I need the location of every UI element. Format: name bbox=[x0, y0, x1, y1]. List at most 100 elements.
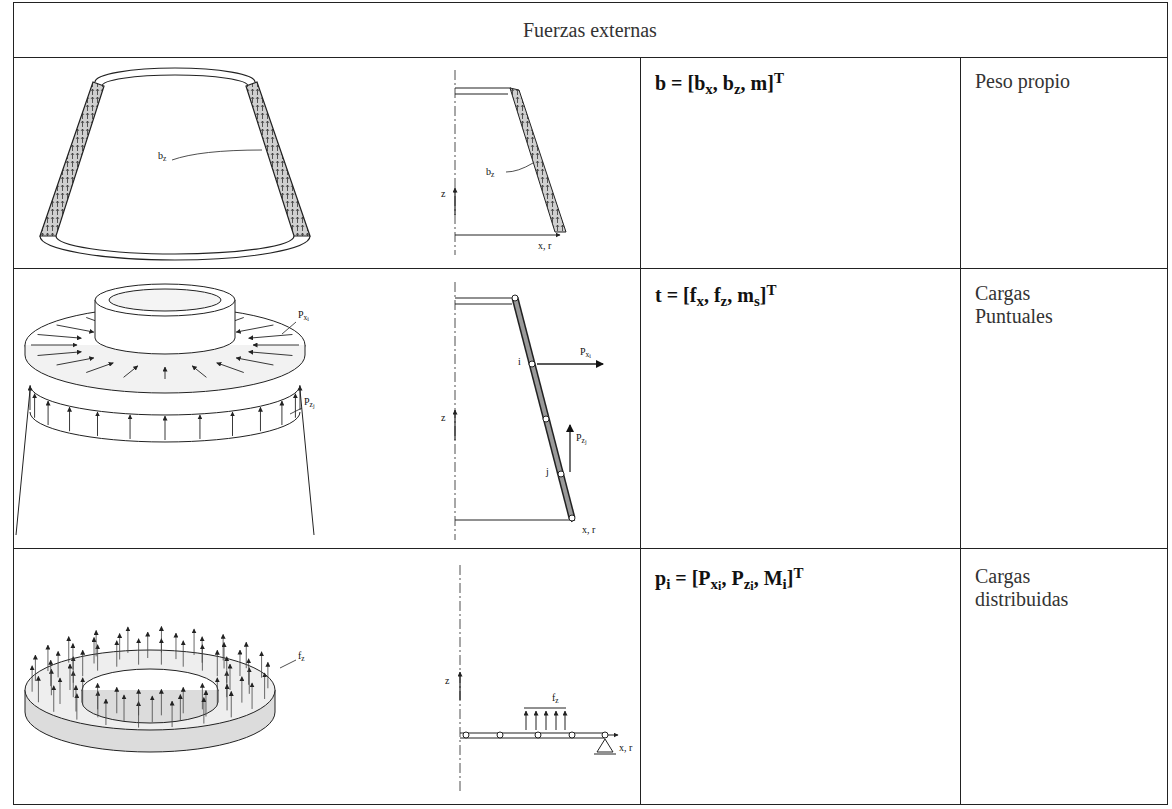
axis-label: x, r bbox=[582, 524, 595, 536]
radial-arrow bbox=[192, 366, 206, 377]
load-arrow bbox=[260, 407, 261, 431]
distributed-arrow bbox=[138, 639, 139, 665]
axis-label: x, r bbox=[619, 742, 632, 754]
distributed-arrow bbox=[119, 634, 120, 660]
subscript: z bbox=[301, 654, 304, 663]
subscript: x bbox=[705, 81, 713, 97]
distributed-arrow bbox=[226, 657, 227, 683]
axis-label: z bbox=[445, 675, 449, 687]
load-arrow bbox=[97, 412, 98, 436]
axis-label: x, r bbox=[538, 240, 551, 252]
distributed-arrow bbox=[161, 689, 162, 715]
subscript: z bbox=[310, 400, 313, 409]
subscript: z bbox=[582, 436, 585, 445]
subscript: i bbox=[718, 579, 721, 593]
load-arrow bbox=[232, 412, 233, 436]
superscript: T bbox=[793, 565, 803, 581]
load-type: Cargas Puntuales bbox=[975, 282, 1075, 328]
load-vector: t = [fx, fz, ms]T bbox=[655, 282, 776, 310]
distributed-arrow bbox=[230, 664, 231, 690]
axis-label: z bbox=[441, 412, 445, 424]
subscript: z bbox=[721, 293, 728, 309]
load-symbol: fz bbox=[552, 692, 559, 706]
distributed-arrow bbox=[72, 644, 73, 670]
subscript: j bbox=[585, 439, 587, 445]
distributed-arrow bbox=[138, 689, 139, 715]
distributed-arrow bbox=[97, 683, 98, 709]
distributed-arrow bbox=[203, 698, 204, 724]
distributed-arrow bbox=[76, 694, 77, 720]
load-arrow bbox=[48, 401, 49, 425]
distributed-arrow bbox=[82, 678, 83, 704]
distributed-arrow bbox=[202, 683, 203, 709]
load-symbol: fz bbox=[298, 650, 305, 664]
distributed-arrow bbox=[47, 645, 48, 671]
subscript: j bbox=[313, 403, 315, 409]
distributed-arrow bbox=[50, 660, 51, 686]
subscript: z bbox=[163, 154, 166, 163]
distributed-arrow bbox=[161, 639, 162, 665]
load-vector: pi = [Pxi, Pzi, Mi]T bbox=[655, 565, 803, 594]
distributed-arrow bbox=[60, 678, 61, 704]
load-arrow bbox=[281, 401, 282, 425]
distributed-arrow bbox=[147, 632, 148, 658]
distributed-arrow bbox=[241, 677, 242, 703]
subscript: x bbox=[586, 350, 590, 359]
subscript: z bbox=[744, 576, 751, 592]
load-symbol: bz bbox=[158, 150, 166, 164]
distributed-arrow bbox=[105, 699, 106, 725]
distributed-arrow bbox=[180, 694, 181, 720]
distributed-arrow bbox=[124, 695, 125, 721]
load-arrow bbox=[295, 394, 296, 418]
radial-arrow bbox=[38, 352, 82, 356]
distributed-arrow bbox=[217, 678, 218, 704]
distributed-arrow bbox=[32, 666, 33, 692]
distributed-arrow bbox=[127, 627, 128, 653]
load-symbol: Pxi bbox=[298, 309, 309, 323]
subscript: z bbox=[734, 81, 741, 97]
subscript: i bbox=[783, 576, 787, 592]
load-symbol: Pzj bbox=[576, 432, 587, 446]
distributed-arrow bbox=[205, 691, 206, 717]
distributed-arrow bbox=[227, 684, 228, 710]
distributed-arrow bbox=[175, 633, 176, 659]
load-arrow bbox=[30, 386, 31, 410]
distributed-arrow bbox=[58, 651, 59, 677]
subscript: z bbox=[491, 170, 494, 179]
distributed-arrow bbox=[261, 652, 262, 678]
distributed-arrow bbox=[68, 637, 69, 663]
load-arrow bbox=[34, 394, 35, 418]
radial-arrow bbox=[236, 325, 273, 332]
distributed-arrow bbox=[264, 673, 265, 699]
distributed-arrow bbox=[172, 701, 173, 727]
distributed-arrow bbox=[75, 686, 76, 712]
radial-arrow bbox=[249, 352, 293, 356]
subscript: s bbox=[754, 293, 760, 309]
load-arrow bbox=[165, 416, 166, 440]
distributed-arrow bbox=[183, 641, 184, 667]
distributed-arrow bbox=[97, 645, 98, 671]
node-label: i bbox=[518, 356, 521, 368]
distributed-arrow bbox=[38, 676, 39, 702]
radial-arrow bbox=[86, 363, 113, 373]
distributed-arrow bbox=[217, 650, 218, 676]
subscript: x bbox=[711, 576, 719, 592]
distributed-arrow bbox=[82, 650, 83, 676]
distributed-arrow bbox=[239, 650, 240, 676]
distributed-arrow bbox=[116, 641, 117, 667]
superscript: T bbox=[766, 282, 776, 298]
distributed-arrow bbox=[224, 642, 225, 668]
distributed-arrow bbox=[267, 662, 268, 688]
load-arrow bbox=[199, 415, 200, 439]
load-arrow bbox=[69, 407, 70, 431]
distributed-arrow bbox=[231, 691, 232, 717]
distributed-arrow bbox=[116, 687, 117, 713]
radial-arrow bbox=[124, 366, 138, 377]
load-symbol: Pxi bbox=[580, 346, 591, 360]
subscript: i bbox=[750, 579, 753, 593]
distributed-arrow bbox=[94, 637, 95, 663]
subscript: z bbox=[555, 696, 558, 705]
table-header: Fuerzas externas bbox=[523, 19, 657, 42]
radial-arrow bbox=[31, 345, 77, 346]
